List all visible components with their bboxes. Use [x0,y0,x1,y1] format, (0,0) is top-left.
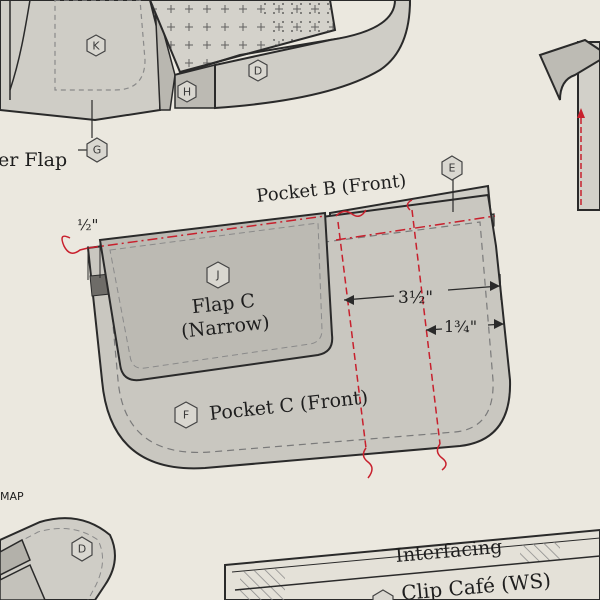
clip-hex-icon [372,589,394,600]
top-fabric-piece [148,0,412,110]
svg-text:D: D [254,65,262,78]
pocket-b-label: Pocket B (Front) [255,170,407,207]
svg-text:½": ½" [77,216,98,234]
top-right-piece [538,38,600,211]
hex-j-icon: J [206,261,230,289]
hex-g-leader [78,100,93,151]
svg-text:1¾": 1¾" [444,317,477,336]
hex-f-icon: F [174,401,198,429]
hex-d-top-icon: D [248,59,268,82]
outer-flap-label: er Flap [0,149,67,171]
hex-e-icon: E [441,155,463,181]
svg-text:3½": 3½" [398,288,433,308]
svg-text:E: E [449,162,456,175]
hex-d-bottom-icon: D [71,536,93,562]
cut-lines [61,199,496,479]
bottom-left-piece [0,517,116,600]
outer-flap-piece [0,0,176,122]
dimension-three-half: 3½" [343,273,502,308]
svg-text:F: F [183,409,189,422]
partial-map-label: MAP [0,490,24,503]
hex-k-icon: K [86,34,106,57]
dimension-half: ½" [77,216,101,280]
svg-text:G: G [93,144,102,157]
flap-c-piece [98,211,334,382]
hex-g-icon: G [86,137,108,163]
dimension-one-three-quarter: 1¾" [425,317,505,336]
svg-text:J: J [215,269,219,282]
svg-text:H: H [183,86,191,99]
interfacing-panel [224,528,600,600]
svg-text:K: K [92,40,100,53]
hex-h-icon: H [177,80,197,103]
svg-text:D: D [78,543,86,556]
